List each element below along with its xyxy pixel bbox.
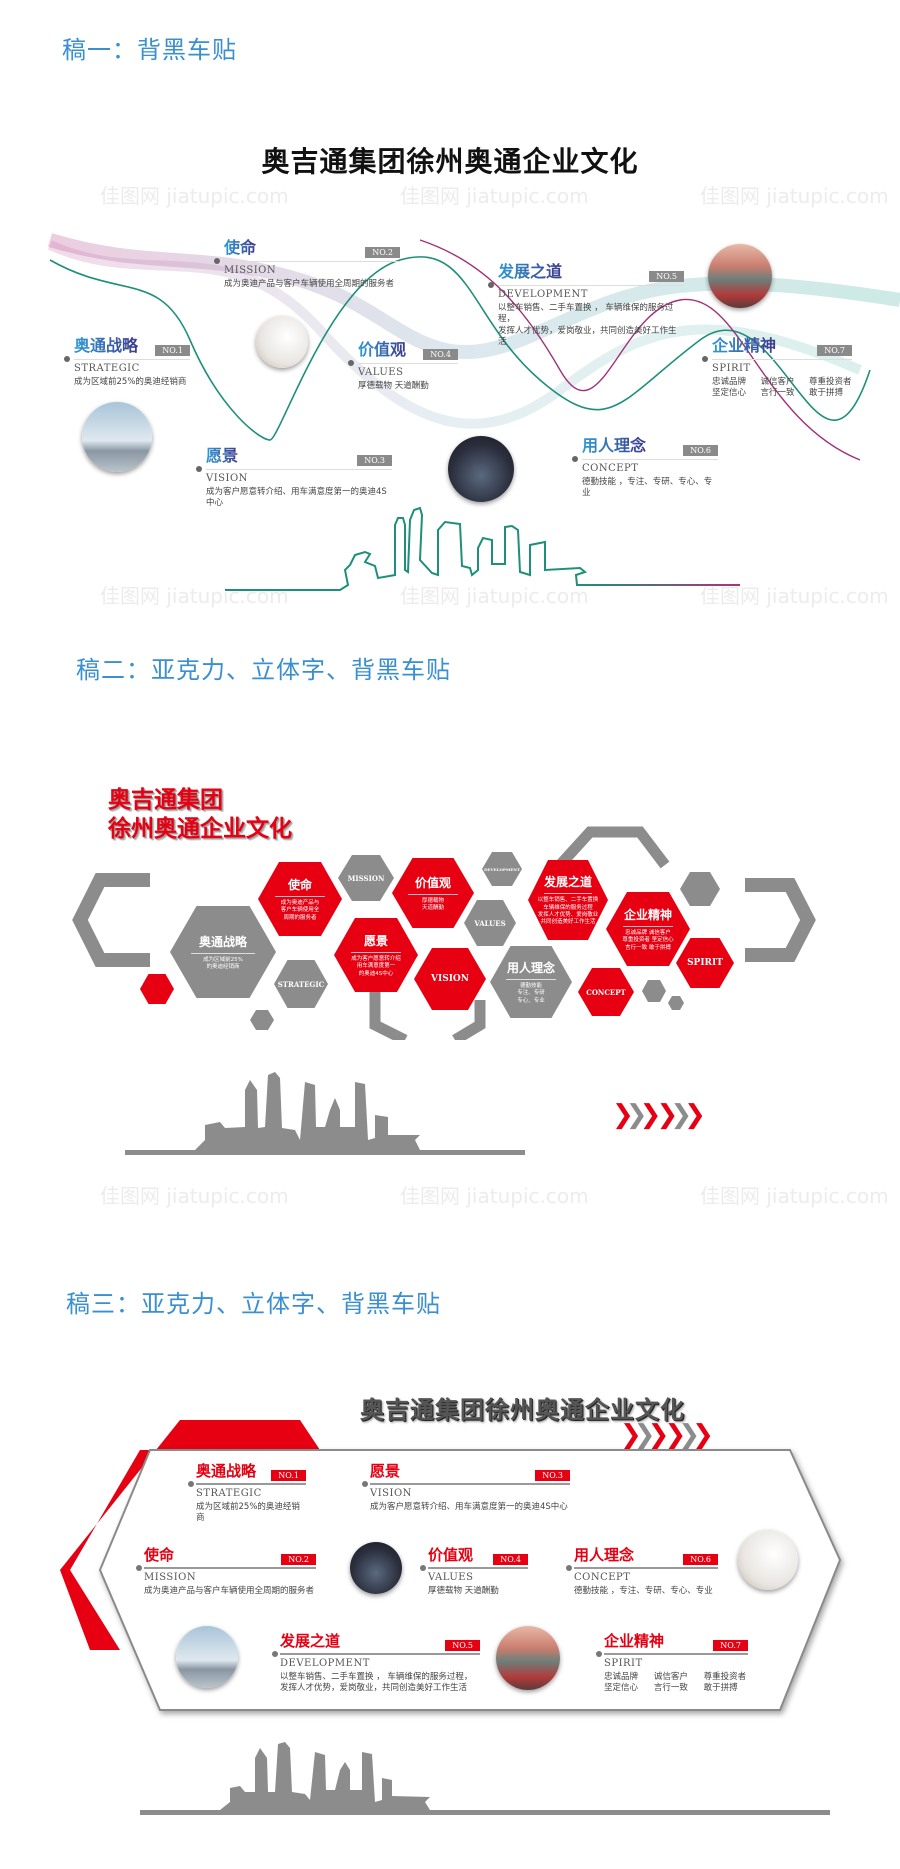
hex-small-red [140,974,174,1004]
number-badge: NO.7 [713,1640,748,1651]
hex-frame-graphic [72,826,816,1040]
draft-1-title: 稿一：背黑车贴 [62,36,237,64]
number-badge: NO.5 [445,1640,480,1651]
number-badge: NO.2 [281,1554,316,1565]
hex-spirit-en: SPIRIT [676,938,734,988]
hex-values-en: VALUES [464,900,516,946]
cars-photo [82,402,152,472]
hex-panel-frame [60,1420,842,1711]
number-badge: NO.6 [683,445,718,456]
chevron-arrows-icon: ❯❯❯ ❯❯❯ [612,1100,706,1130]
chevron-arrows-icon: ❯❯❯ ❯❯❯ [620,1420,714,1450]
draft-3-main-title: 奥吉通集团徐州奥通企业文化 [360,1396,685,1424]
number-badge: NO.5 [649,271,684,282]
number-badge: NO.1 [155,345,190,356]
hex-development-en: DEVELOPMENT [482,852,522,886]
number-badge: NO.4 [493,1554,528,1565]
number-badge: NO.4 [423,349,458,360]
watermark: 佳图网 jiatupic.com [100,1184,289,1208]
watermark: 佳图网 jiatupic.com [100,184,289,208]
draft-2-company-title: 奥吉通集团 徐州奥通企业文化 [108,787,292,842]
hand-writing-photo [256,316,308,368]
hex-small-gray [642,980,666,1002]
steering-wheel-photo [448,436,514,502]
city-skyline-outline [225,506,740,591]
hex-values: 价值观 厚德载物 天道酬勤 [392,858,474,928]
number-badge: NO.2 [365,247,400,258]
watermark: 佳图网 jiatupic.com [700,184,889,208]
steering-wheel-photo [350,1542,402,1594]
draft-2-title: 稿二：亚克力、立体字、背黑车贴 [76,656,451,684]
number-badge: NO.3 [357,455,392,466]
number-badge: NO.3 [535,1470,570,1481]
hex-small-gray [668,996,684,1010]
number-badge: NO.6 [683,1554,718,1565]
city-skyline-silhouette [125,1072,525,1155]
woman-car-photo [496,1626,560,1690]
hex-mission-en: MISSION [338,855,394,901]
number-badge: NO.7 [817,345,852,356]
hex-strategic-en: STRATEGIC [274,960,328,1008]
hand-writing-photo [738,1530,798,1590]
draft-1-main-title: 奥吉通集团徐州奥通企业文化 [261,145,639,178]
wave-lines-graphic [47,233,900,461]
watermark: 佳图网 jiatupic.com [700,1184,889,1208]
draft-3-title: 稿三：亚克力、立体字、背黑车贴 [66,1290,441,1318]
watermark: 佳图网 jiatupic.com [400,1184,589,1208]
watermark: 佳图网 jiatupic.com [400,184,589,208]
number-badge: NO.1 [271,1470,306,1481]
hex-small-gray [250,1010,274,1030]
city-skyline-silhouette [140,1742,830,1815]
hex-small-gray [680,872,720,906]
woman-car-photo [708,244,772,308]
cars-photo [176,1626,238,1688]
